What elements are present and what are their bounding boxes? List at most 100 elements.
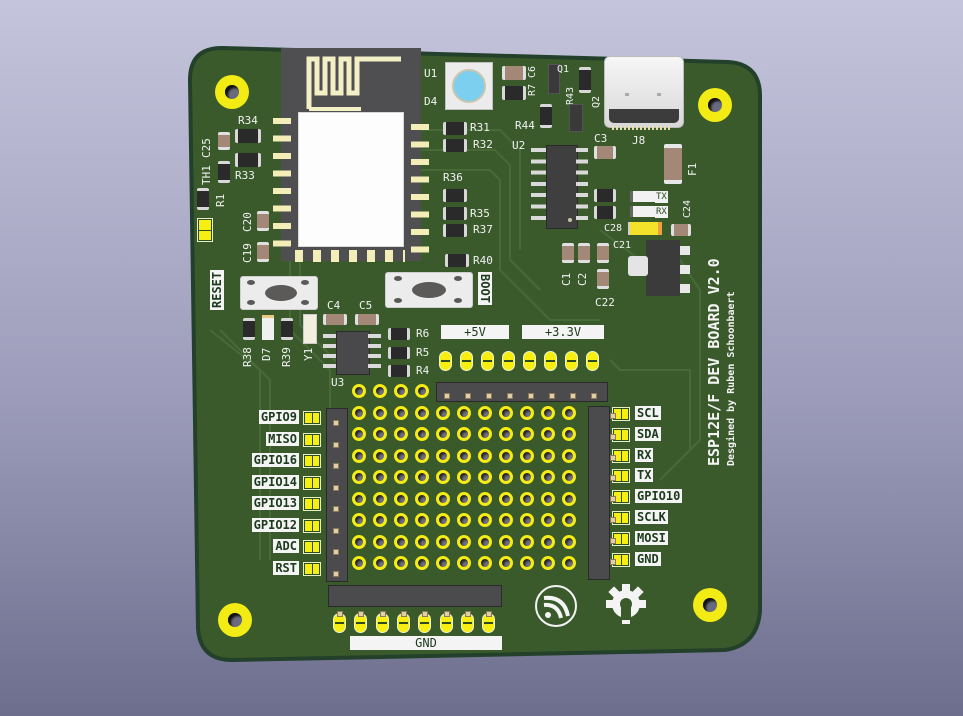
label-r38: R38 xyxy=(241,347,254,367)
espressif-logo-icon xyxy=(535,585,577,627)
proto-hole xyxy=(415,405,429,420)
label-u2: U2 xyxy=(512,139,526,152)
label-j8: J8 xyxy=(632,134,646,147)
resistor-r44 xyxy=(540,104,552,128)
resistor-r4 xyxy=(388,365,410,377)
proto-hole xyxy=(457,448,471,463)
header-pin xyxy=(333,506,339,512)
esp12-right-pads xyxy=(411,124,429,254)
label-c25: C25 xyxy=(200,138,213,158)
proto-hole xyxy=(415,534,429,549)
left-pin-pad xyxy=(303,518,321,533)
proto-hole xyxy=(478,448,492,463)
boot-button[interactable] xyxy=(385,272,473,308)
resistor-r36 xyxy=(443,189,467,202)
proto-hole xyxy=(352,470,366,484)
proto-hole xyxy=(478,427,492,441)
label-c24: C24 xyxy=(682,199,693,218)
header-pin xyxy=(610,558,616,565)
proto-hole xyxy=(373,513,387,527)
proto-hole xyxy=(373,384,387,398)
proto-hole xyxy=(499,556,513,570)
bottom-gnd-pads xyxy=(333,613,503,635)
proto-hole xyxy=(415,491,429,506)
label-r7: R7 xyxy=(527,83,538,96)
label-r33: R33 xyxy=(235,169,255,182)
label-r31: R31 xyxy=(470,121,490,134)
proto-hole xyxy=(457,534,471,549)
left-pin-pad xyxy=(303,561,321,576)
header-pin xyxy=(610,517,616,523)
right-pin-label: SCLK xyxy=(635,510,668,524)
proto-hole xyxy=(562,448,576,463)
reset-button[interactable] xyxy=(240,276,318,310)
proto-hole xyxy=(415,470,429,484)
header-pin xyxy=(610,413,616,419)
resistor-r37 xyxy=(443,224,467,237)
right-pin-label: RX xyxy=(635,447,654,462)
proto-hole xyxy=(541,534,555,549)
resistor-r39 xyxy=(281,318,293,340)
mounting-hole-bottom-left xyxy=(218,603,252,637)
left-pin-pad xyxy=(303,540,321,554)
resistor-r33 xyxy=(235,153,261,167)
header-pin xyxy=(507,393,513,399)
label-q1: Q1 xyxy=(557,64,570,75)
proto-hole xyxy=(478,470,492,484)
proto-hole xyxy=(541,513,555,527)
header-pin xyxy=(610,433,616,440)
capacitor-c20 xyxy=(257,211,269,231)
usb-c-connector-j8[interactable] xyxy=(604,56,684,128)
right-pin-label: GPIO10 xyxy=(635,489,683,504)
label-c4: C4 xyxy=(327,299,341,312)
power-pad xyxy=(439,351,452,371)
gnd-rail-label: GND xyxy=(350,636,502,650)
power-pad xyxy=(502,351,515,371)
right-pin-row: SDA xyxy=(610,426,700,443)
capacitor-c24 xyxy=(671,224,691,236)
proto-hole xyxy=(562,405,576,420)
resistor-r40 xyxy=(445,254,469,267)
left-pin-label: GPIO13 xyxy=(251,496,299,510)
left-pin-row: ADC xyxy=(233,539,325,555)
proto-hole xyxy=(373,405,387,420)
label-r6: R6 xyxy=(416,327,430,340)
proto-hole xyxy=(520,448,534,463)
capacitor-c19 xyxy=(257,242,269,262)
power-pad xyxy=(565,351,578,371)
proto-hole xyxy=(499,448,513,463)
proto-hole xyxy=(373,534,387,549)
header-pin xyxy=(333,527,339,534)
proto-hole xyxy=(436,534,450,549)
proto-hole xyxy=(373,448,387,463)
right-pin-label: GND xyxy=(635,551,661,566)
proto-hole xyxy=(541,427,555,441)
proto-hole xyxy=(373,427,387,441)
label-c5: C5 xyxy=(359,299,373,312)
esp12-shield-can xyxy=(298,112,404,247)
right-pin-row: SCLK xyxy=(610,510,700,526)
proto-hole xyxy=(415,384,429,398)
transistor-q2 xyxy=(569,104,583,132)
mounting-hole-bottom-right xyxy=(693,588,727,622)
header-pin xyxy=(333,463,339,469)
proto-hole xyxy=(520,534,534,549)
left-pin-pad xyxy=(303,475,321,490)
right-pin-pad xyxy=(612,511,630,525)
capacitor-c22 xyxy=(597,269,609,289)
led-d7 xyxy=(262,315,274,340)
header-pin xyxy=(379,611,386,617)
header-pin xyxy=(570,393,576,399)
header-pin xyxy=(422,611,429,617)
proto-hole xyxy=(457,405,471,420)
label-c6: C6 xyxy=(527,65,538,78)
proto-hole xyxy=(436,556,450,570)
proto-hole xyxy=(352,427,366,441)
capacitor-c6 xyxy=(502,66,526,80)
reset-label: RESET xyxy=(210,269,224,310)
resistor-r1 xyxy=(197,188,209,210)
left-pin-row: GPIO16 xyxy=(233,453,325,469)
left-pin-label: GPIO9 xyxy=(258,410,299,424)
label-c1: C1 xyxy=(560,272,573,286)
label-c22: C22 xyxy=(595,296,615,309)
